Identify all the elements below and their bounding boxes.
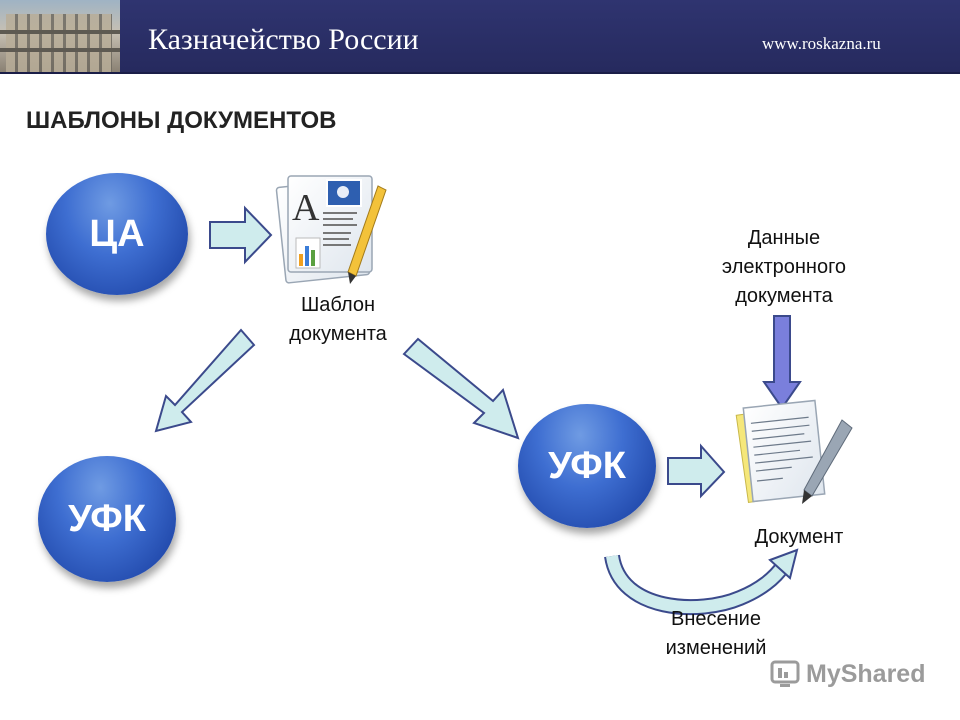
arrow-data-to-document bbox=[762, 315, 802, 410]
caption-document: Документ bbox=[754, 526, 844, 548]
node-ca: ЦА bbox=[46, 173, 188, 295]
page-title: ШАБЛОНЫ ДОКУМЕНТОВ bbox=[26, 107, 337, 134]
node-ufk-right: УФК bbox=[518, 404, 656, 528]
header-banner: Казначейство России www.roskazna.ru bbox=[0, 0, 960, 74]
caption-data: Данные электронного документа bbox=[694, 224, 874, 311]
header-title: Казначейство России bbox=[148, 23, 419, 56]
caption-changes-line1: Внесение bbox=[671, 608, 761, 630]
caption-data-line3: документа bbox=[735, 285, 833, 307]
caption-template-line2: документа bbox=[289, 323, 387, 345]
caption-template: Шаблон документа bbox=[268, 291, 408, 349]
building-photo bbox=[0, 0, 120, 72]
caption-data-line1: Данные bbox=[747, 227, 821, 249]
arrow-ufk-to-document bbox=[667, 443, 726, 499]
node-ufk-left: УФК bbox=[38, 456, 176, 582]
svg-text:A: A bbox=[292, 187, 320, 229]
myshared-logo-icon bbox=[770, 660, 800, 687]
caption-data-line2: электронного bbox=[721, 256, 847, 278]
arrow-ca-to-template bbox=[209, 205, 273, 265]
header-url: www.roskazna.ru bbox=[762, 34, 881, 53]
caption-changes: Внесение изменений bbox=[646, 605, 786, 663]
arrow-template-to-ufk-left bbox=[154, 328, 256, 433]
watermark: MyShared bbox=[806, 660, 926, 688]
caption-template-line1: Шаблон bbox=[300, 294, 376, 316]
document-icon bbox=[735, 399, 853, 504]
template-document-icon: A bbox=[275, 175, 387, 284]
caption-changes-line2: изменений bbox=[665, 637, 767, 659]
arrow-template-to-ufk-right bbox=[402, 337, 520, 440]
